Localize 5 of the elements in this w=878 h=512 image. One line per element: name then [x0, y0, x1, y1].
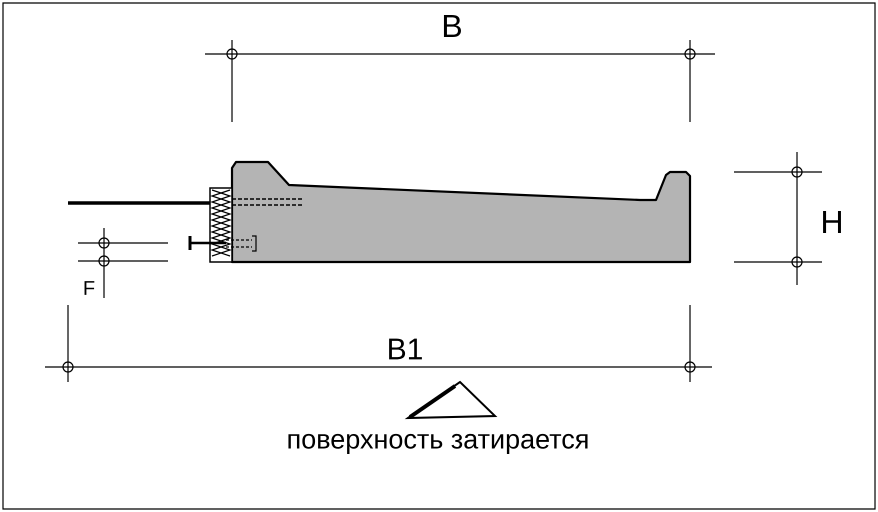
dimension-label: F: [84, 281, 94, 295]
dimension-label: H: [823, 211, 841, 233]
note: поверхность затирается: [288, 434, 588, 454]
dimension-label: B: [444, 15, 461, 37]
dimension-label: B1: [389, 338, 422, 360]
